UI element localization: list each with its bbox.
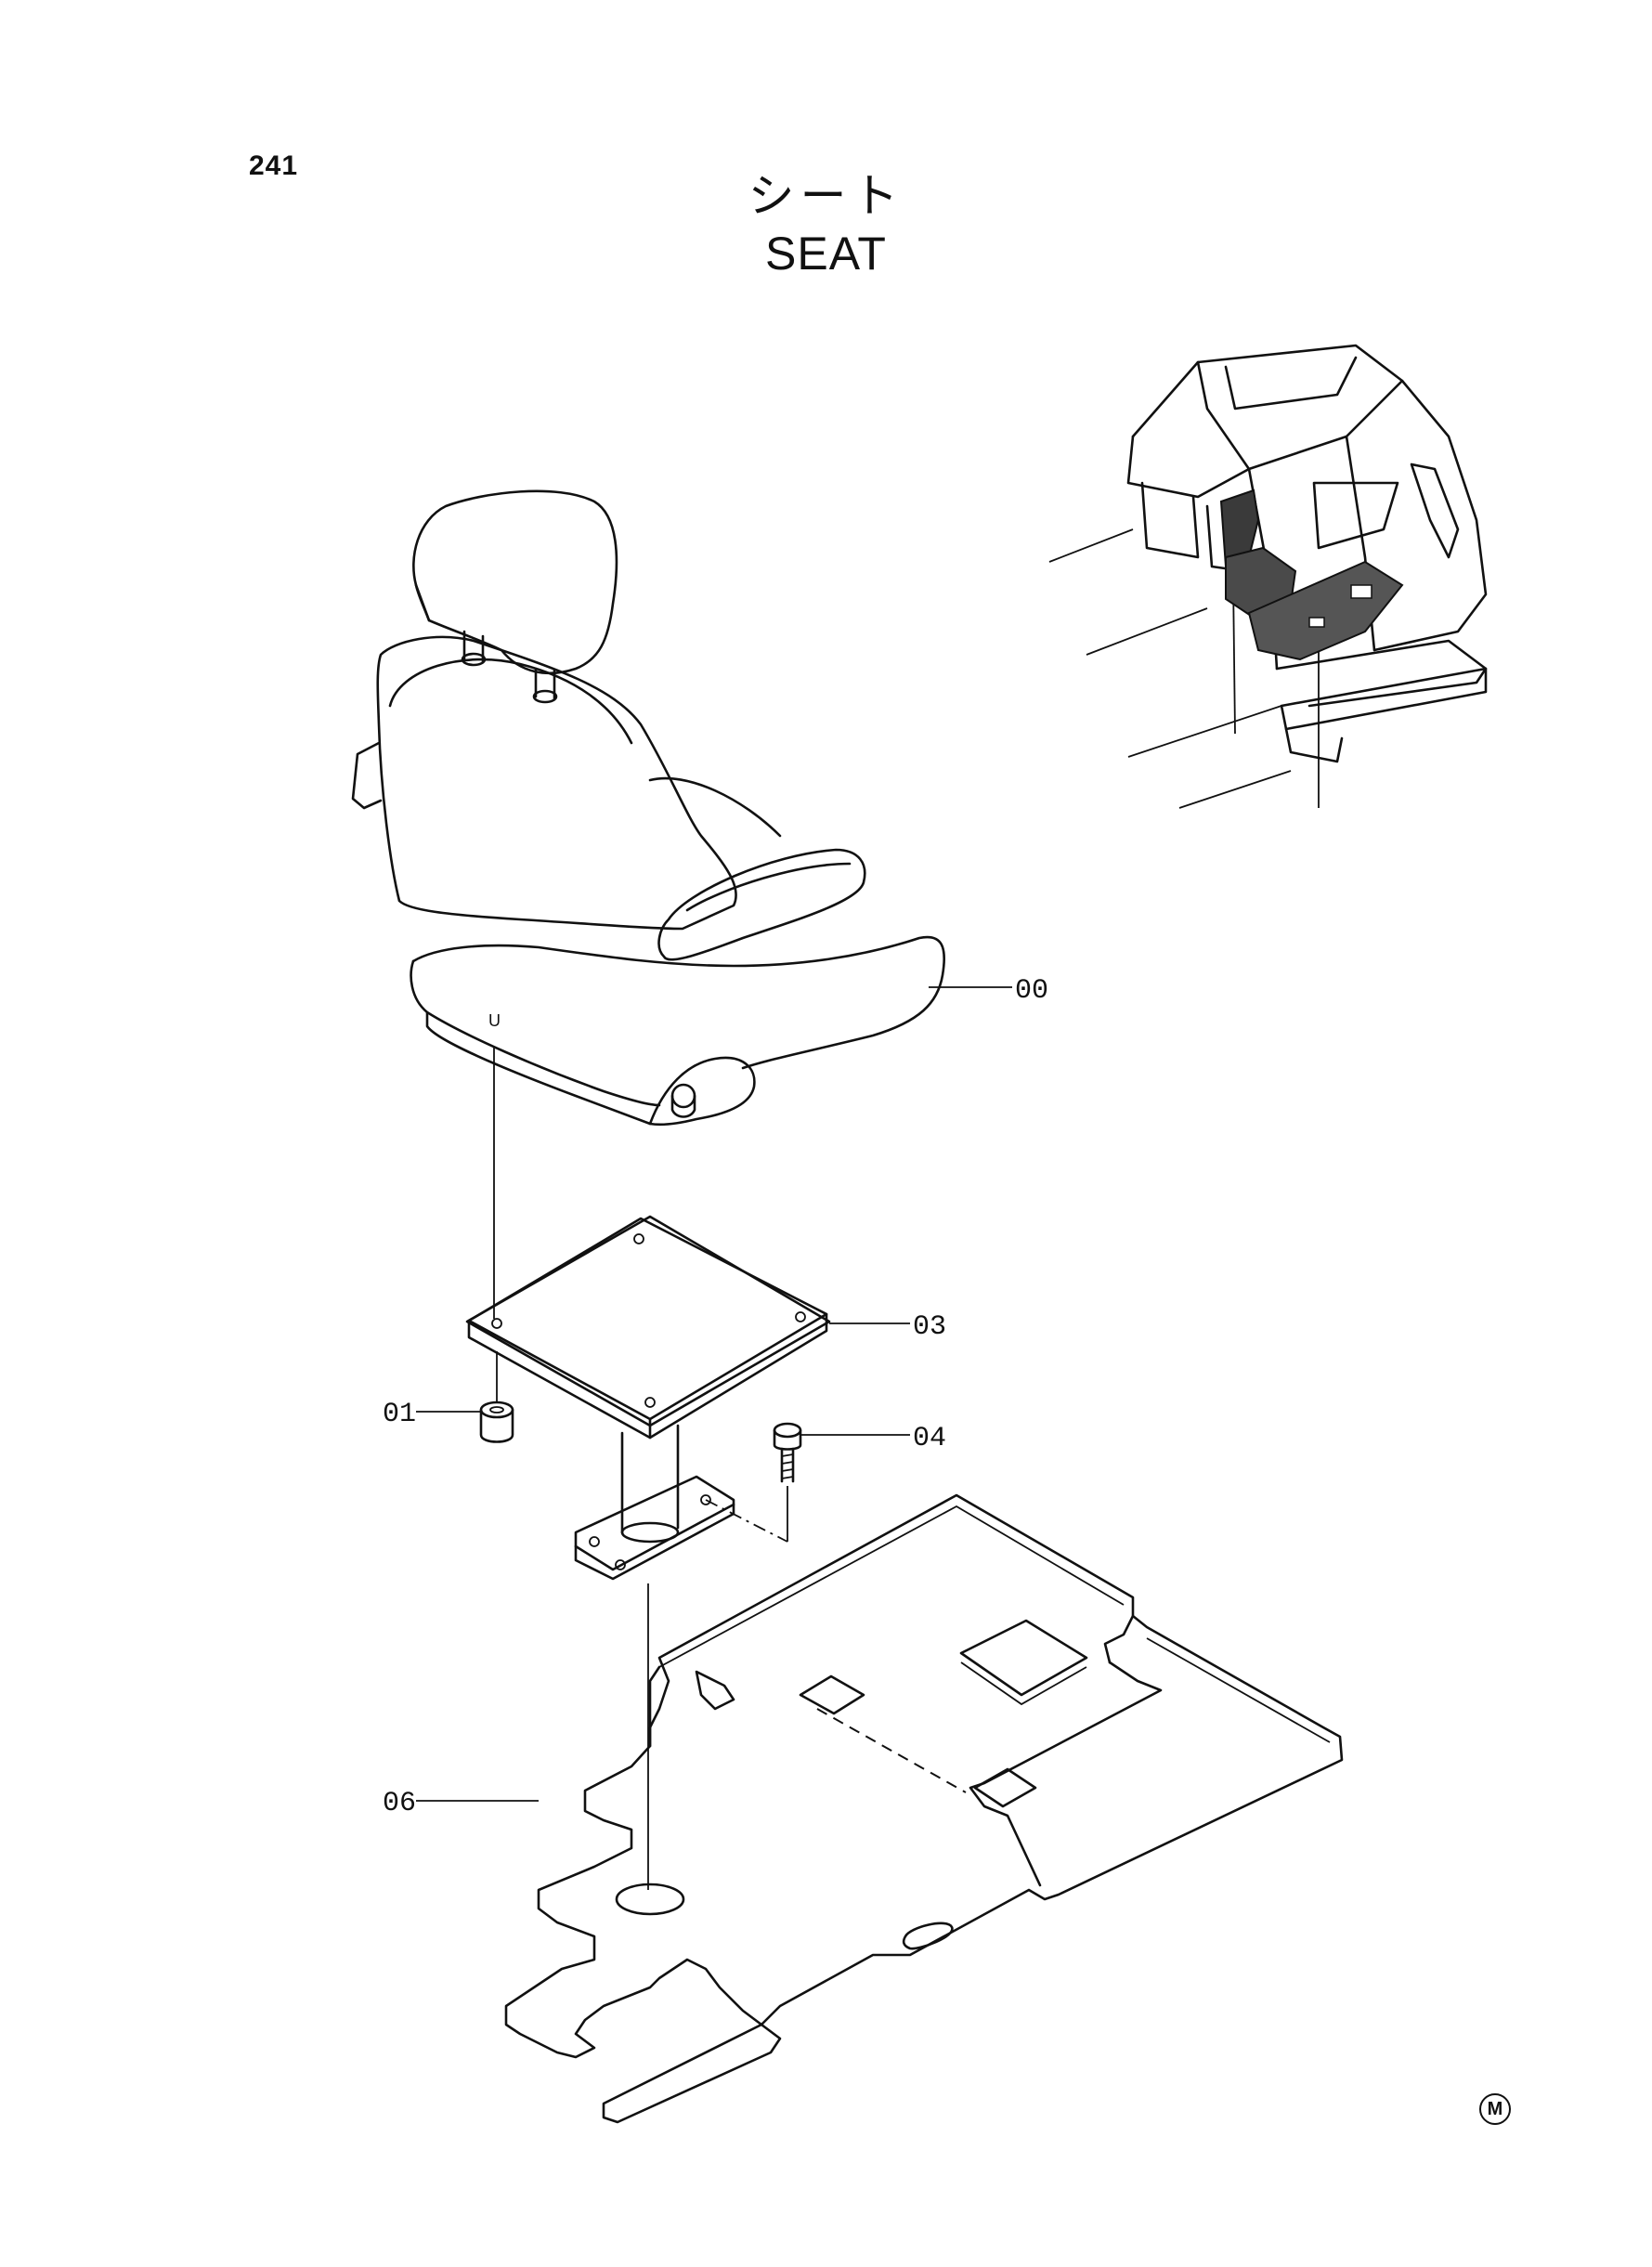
callout-label-04: 04 <box>913 1423 946 1454</box>
callout-01: 01 <box>383 1399 481 1430</box>
footer-mark: M <box>1479 2093 1511 2125</box>
cab-location-inset <box>1048 344 1488 809</box>
seat-assembly: U <box>351 489 946 1127</box>
assembly-lines <box>493 1048 788 1890</box>
page-number: 241 <box>249 150 299 181</box>
title-block: シート SEAT <box>0 169 1652 280</box>
title-english: SEAT <box>765 228 887 280</box>
title-japanese: シート <box>748 169 904 223</box>
callout-06: 06 <box>383 1788 539 1819</box>
seat-marking: U <box>488 1011 501 1030</box>
floor-mat <box>504 1493 1344 2124</box>
callout-04: 04 <box>800 1423 946 1454</box>
bolt-part <box>773 1422 802 1483</box>
callout-label-01: 01 <box>383 1399 416 1430</box>
callout-label-06: 06 <box>383 1788 416 1819</box>
nut-part <box>479 1401 514 1443</box>
seat-stand <box>465 1215 831 1581</box>
callout-00: 00 <box>929 975 1048 1007</box>
callout-03: 03 <box>829 1311 946 1343</box>
callout-label-03: 03 <box>913 1311 946 1343</box>
callout-label-00: 00 <box>1015 975 1048 1007</box>
